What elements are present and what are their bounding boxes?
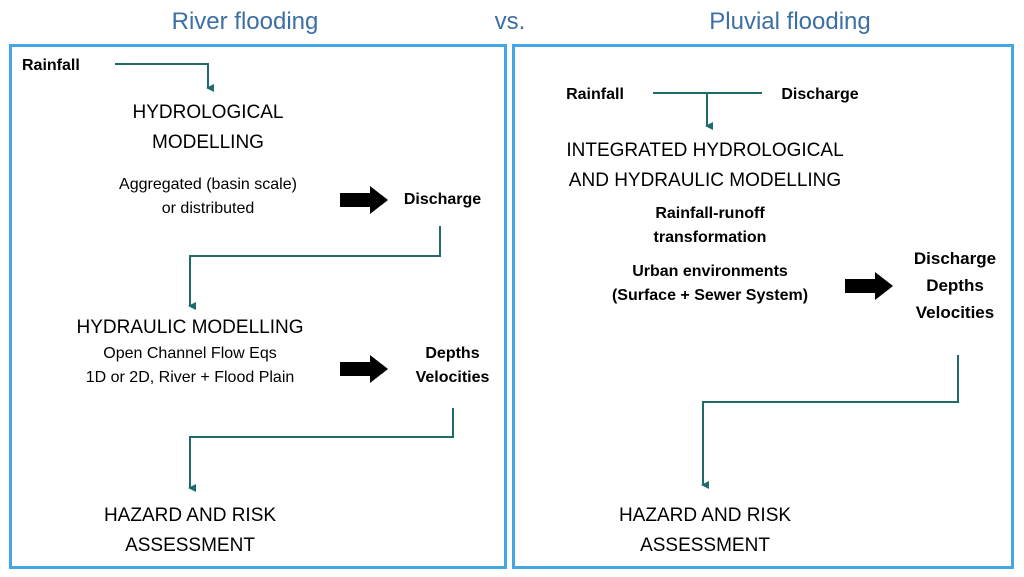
connector-discharge-to-hydraulic (188, 226, 441, 310)
hydrological-detail-line-1: Aggregated (basin scale) (119, 176, 297, 193)
hydraulic-detail-line-1: Open Channel Flow Eqs (103, 345, 277, 362)
hydraulic-modelling-title: HYDRAULIC MODELLING (76, 317, 304, 338)
urban-line-1: Urban environments (632, 263, 788, 280)
river-hazard-assessment: HAZARD AND RISK ASSESSMENT (40, 501, 340, 561)
integrated-modelling-line-2: AND HYDRAULIC MODELLING (568, 170, 842, 191)
connector-outputs-to-hazard (188, 408, 454, 492)
pluvial-output-discharge: Discharge (913, 249, 997, 268)
thick-arrow-to-discharge (340, 186, 388, 214)
pluvial-hazard-line-2: ASSESSMENT (640, 535, 770, 556)
vs-heading: vs. (494, 8, 526, 35)
thick-arrow-to-pluvial-outputs (845, 272, 893, 300)
pluvial-hazard-line-1: HAZARD AND RISK (618, 505, 792, 526)
pluvial-output-velocities: Velocities (915, 303, 995, 322)
hydrological-detail-line-2: or distributed (161, 200, 255, 217)
connector-pluvial-outputs-to-hazard (701, 355, 959, 489)
river-flooding-heading: River flooding (171, 8, 319, 35)
urban-line-2: (Surface + Sewer System) (611, 287, 809, 304)
river-hazard-line-1: HAZARD AND RISK (103, 505, 277, 526)
integrated-modelling-title: INTEGRATED HYDROLOGICAL AND HYDRAULIC MO… (535, 136, 875, 196)
river-flooding-panel (9, 44, 507, 569)
rainfall-runoff-transformation: Rainfall-runoff transformation (560, 202, 860, 250)
river-output-velocities: Velocities (415, 369, 490, 386)
integrated-modelling-line-1: INTEGRATED HYDROLOGICAL (566, 140, 844, 161)
hydrological-modelling-title: HYDROLOGICAL MODELLING (58, 98, 358, 158)
river-outputs: Depths Velocities (400, 342, 505, 390)
hydraulic-detail-line-2: 1D or 2D, River + Flood Plain (85, 369, 295, 386)
pluvial-flooding-panel (512, 44, 1014, 569)
hydrological-detail: Aggregated (basin scale) or distributed (58, 173, 358, 221)
river-rainfall-label: Rainfall (22, 57, 80, 74)
pluvial-outputs: Discharge Depths Velocities (900, 245, 1010, 326)
rainfall-runoff-line-1: Rainfall-runoff (655, 205, 765, 222)
river-hazard-line-2: ASSESSMENT (125, 535, 255, 556)
river-discharge-output: Discharge (403, 191, 482, 208)
thick-arrow-to-depths (340, 355, 388, 383)
pluvial-rainfall-input: Rainfall (566, 86, 624, 103)
connector-rainfall-to-hydrological (115, 63, 214, 92)
pluvial-flooding-heading: Pluvial flooding (709, 8, 871, 35)
pluvial-hazard-assessment: HAZARD AND RISK ASSESSMENT (555, 501, 855, 561)
river-output-depths: Depths (425, 345, 480, 362)
rainfall-runoff-line-2: transformation (653, 229, 767, 246)
urban-environments: Urban environments (Surface + Sewer Syst… (560, 260, 860, 308)
hydrological-modelling-line-2: MODELLING (152, 132, 264, 153)
pluvial-output-depths: Depths (926, 276, 984, 295)
hydraulic-detail: Open Channel Flow Eqs 1D or 2D, River + … (40, 342, 340, 390)
pluvial-discharge-input: Discharge (781, 86, 859, 103)
hydrological-modelling-line-1: HYDROLOGICAL (132, 102, 284, 123)
